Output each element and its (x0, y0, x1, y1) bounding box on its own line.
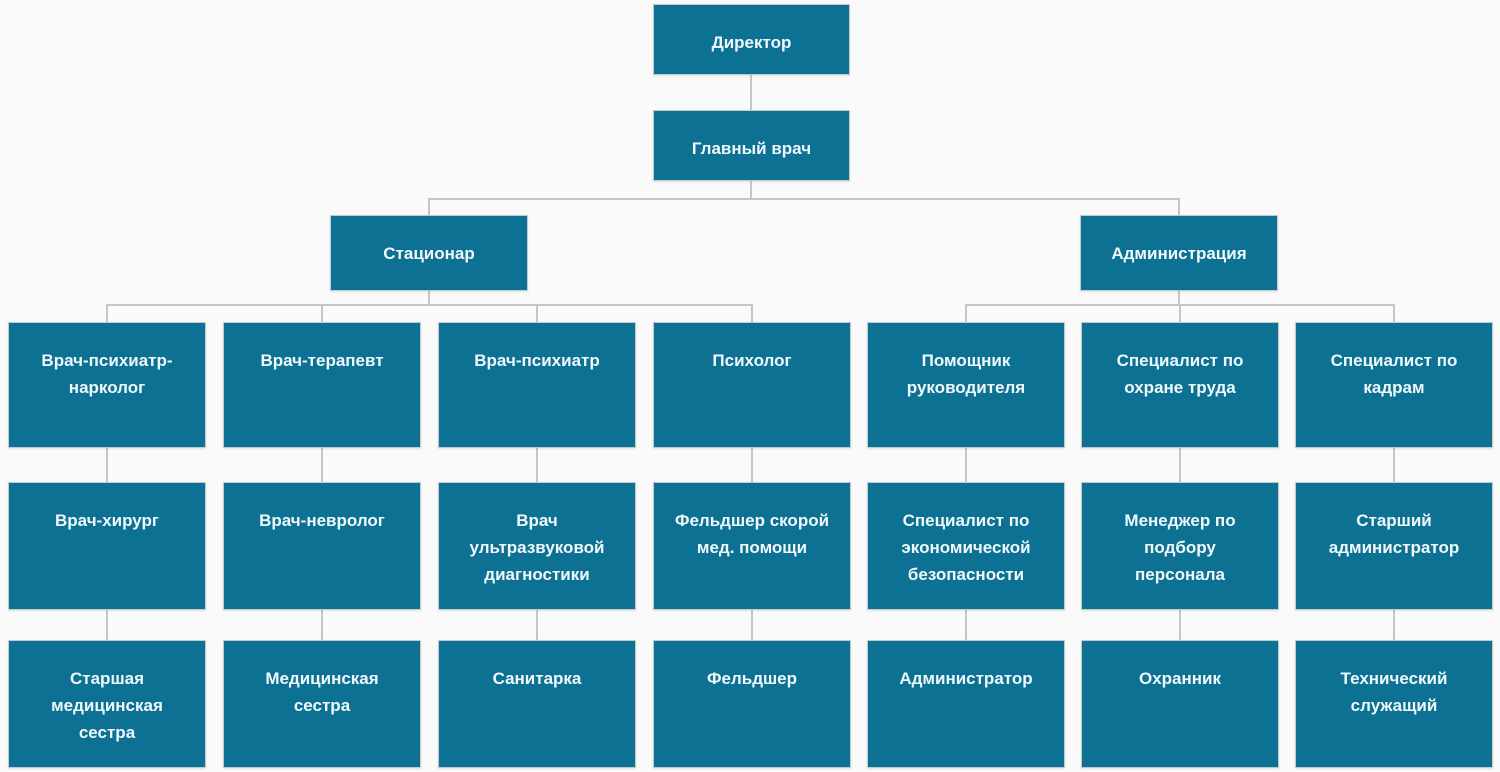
connector-line (1393, 610, 1395, 640)
org-node-psychiatrist-narcologist[interactable]: Врач-психиатр-нарколог (8, 322, 206, 448)
org-node-technical-worker[interactable]: Технический служащий (1295, 640, 1493, 768)
org-node-ultrasound-doctor[interactable]: Врач ультразвуковой диагностики (438, 482, 636, 610)
connector-line (751, 448, 753, 482)
connector-line (321, 610, 323, 640)
org-node-chief-physician[interactable]: Главный врач (653, 110, 850, 181)
connector-line (106, 304, 753, 306)
org-node-director[interactable]: Директор (653, 4, 850, 75)
connector-line (1179, 306, 1181, 322)
org-node-hr-specialist[interactable]: Специалист по кадрам (1295, 322, 1493, 448)
connector-line (536, 448, 538, 482)
connector-line (106, 610, 108, 640)
connector-line (321, 306, 323, 322)
org-node-therapist[interactable]: Врач-терапевт (223, 322, 421, 448)
connector-line (965, 448, 967, 482)
org-node-administration[interactable]: Администрация (1080, 215, 1278, 291)
org-node-economic-security-specialist[interactable]: Специалист по экономической безопасности (867, 482, 1065, 610)
connector-line (1178, 200, 1180, 215)
connector-line (536, 306, 538, 322)
connector-line (965, 610, 967, 640)
org-node-surgeon[interactable]: Врач-хирург (8, 482, 206, 610)
org-node-assistant-to-head[interactable]: Помощник руководителя (867, 322, 1065, 448)
connector-line (428, 198, 1180, 200)
org-node-administrator[interactable]: Администратор (867, 640, 1065, 768)
connector-line (1179, 610, 1181, 640)
org-node-senior-administrator[interactable]: Старший администратор (1295, 482, 1493, 610)
org-node-ambulance-paramedic[interactable]: Фельдшер скорой мед. помощи (653, 482, 851, 610)
connector-line (428, 200, 430, 215)
connector-line (1393, 448, 1395, 482)
connector-line (965, 306, 967, 322)
connector-line (750, 181, 752, 199)
connector-line (750, 75, 752, 110)
connector-line (1393, 306, 1395, 322)
connector-line (1179, 448, 1181, 482)
org-node-labor-safety-specialist[interactable]: Специалист по охране труда (1081, 322, 1279, 448)
org-node-head-nurse[interactable]: Старшая медицинская сестра (8, 640, 206, 768)
org-node-nurse[interactable]: Медицинская сестра (223, 640, 421, 768)
org-node-psychiatrist[interactable]: Врач-психиатр (438, 322, 636, 448)
connector-line (106, 306, 108, 322)
org-node-security-guard[interactable]: Охранник (1081, 640, 1279, 768)
org-node-stationar[interactable]: Стационар (330, 215, 528, 291)
connector-line (321, 448, 323, 482)
connector-line (751, 610, 753, 640)
connector-line (965, 304, 1395, 306)
org-node-orderly[interactable]: Санитарка (438, 640, 636, 768)
connector-line (106, 448, 108, 482)
org-node-neurologist[interactable]: Врач-невролог (223, 482, 421, 610)
connector-line (751, 306, 753, 322)
org-node-psychologist[interactable]: Психолог (653, 322, 851, 448)
org-node-paramedic[interactable]: Фельдшер (653, 640, 851, 768)
org-node-recruiting-manager[interactable]: Менеджер по подбору персонала (1081, 482, 1279, 610)
connector-line (428, 291, 430, 306)
connector-line (1178, 291, 1180, 306)
connector-line (536, 610, 538, 640)
